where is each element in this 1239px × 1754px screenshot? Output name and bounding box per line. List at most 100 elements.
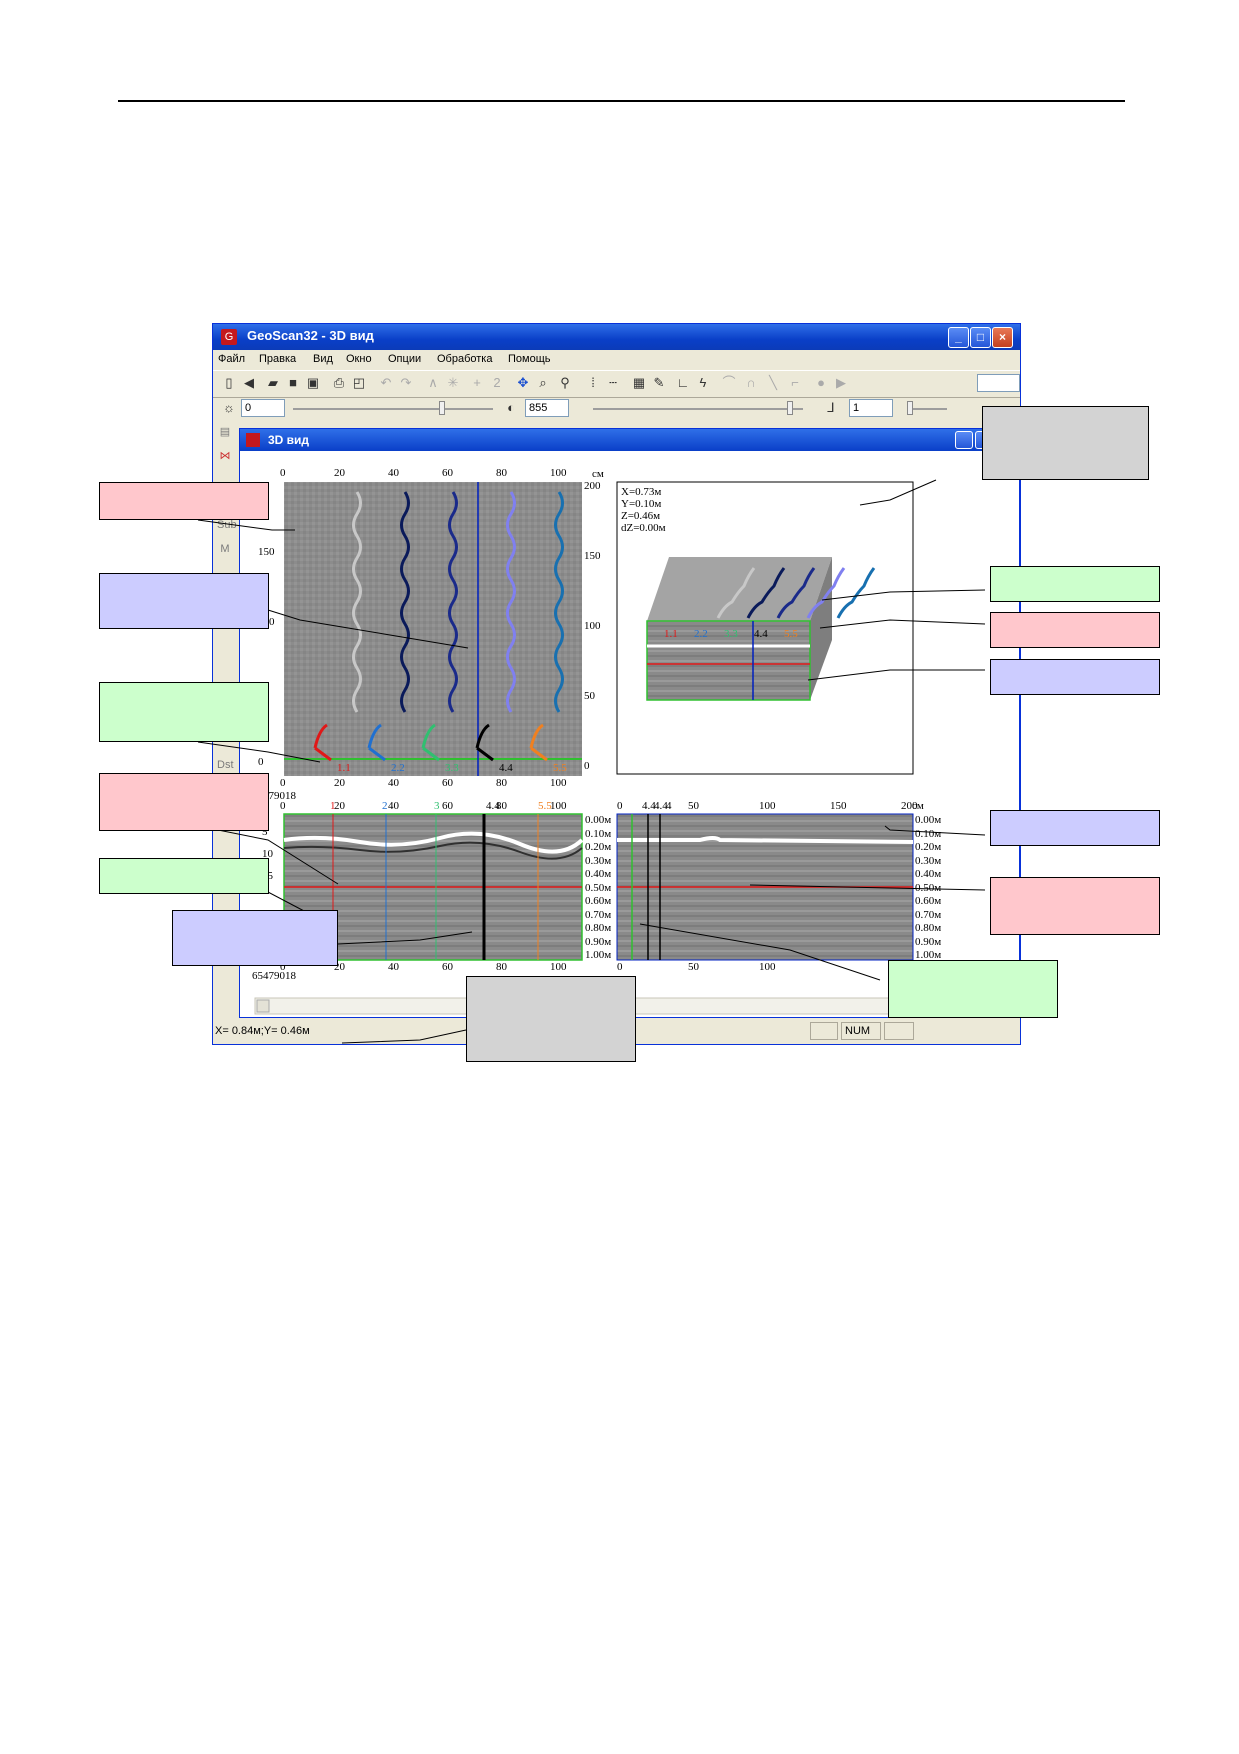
section-x-bottom-tick: 100 — [550, 961, 567, 973]
view-3d-info-line: X=0.73м — [621, 486, 662, 498]
plan-x-tick-bottom: 60 — [442, 777, 453, 789]
open-icon[interactable]: ▰ — [268, 375, 278, 390]
brightness-input[interactable]: 0 — [241, 399, 285, 417]
two-icon[interactable]: 2 — [493, 375, 501, 390]
geoscan-app-icon: G — [221, 329, 237, 345]
status-coordinates: X= 0.84м;Y= 0.46м — [215, 1025, 310, 1037]
menu-file[interactable]: Файл — [218, 353, 246, 365]
title-bar[interactable]: G GeoScan32 - 3D вид _ □ × — [213, 324, 1020, 350]
plan-x-tick: 80 — [496, 467, 507, 479]
callout-status-coords — [466, 976, 636, 1062]
status-cell-1 — [810, 1022, 838, 1040]
trace-icon[interactable]: ∧ — [428, 375, 438, 390]
marker-icon[interactable]: M — [220, 543, 230, 555]
callout-3d-plane — [990, 612, 1160, 648]
section-x-depth-tick: 0.70м — [585, 908, 612, 921]
image-toolbar: ☼ 0 ◐ 855 ⅃ 1 — [213, 397, 1020, 419]
hook-icon[interactable]: ⌐ — [791, 375, 799, 390]
section-x-depth-tick: 0.10м — [585, 827, 612, 840]
section-y-top-tick: 150 — [830, 800, 847, 812]
angle-icon[interactable]: ∟ — [676, 375, 690, 390]
brightness-slider-thumb[interactable] — [438, 401, 445, 415]
move-icon[interactable]: ✥ — [517, 375, 529, 390]
section-y-top-tick: 200 — [901, 800, 918, 812]
brightness-icon: ☼ — [223, 400, 235, 415]
grid-icon[interactable]: ▦ — [632, 375, 646, 390]
gain-slider-thumb[interactable] — [907, 401, 913, 415]
minimize-icon[interactable]: _ — [948, 327, 969, 348]
menu-options[interactable]: Опции — [388, 353, 422, 365]
sound-icon[interactable]: ◀ — [244, 375, 254, 390]
gain-input[interactable]: 1 — [849, 399, 893, 417]
section-y-depth-tick: 0.30м — [915, 854, 942, 867]
profile-icon[interactable]: ⋈ — [219, 450, 231, 462]
status-bar: X= 0.84м;Y= 0.46м NUM — [213, 1019, 1020, 1044]
section-x-top-tick: 80 — [496, 800, 507, 812]
brightness-slider[interactable] — [293, 401, 493, 415]
play-icon[interactable]: ▶ — [836, 375, 846, 390]
contrast-input[interactable]: 855 — [525, 399, 569, 417]
print-icon[interactable]: ⎙ — [333, 375, 345, 390]
undo-icon[interactable]: ↶ — [380, 375, 392, 390]
section-x-depth-tick: 0.50м — [585, 881, 612, 894]
menu-help[interactable]: Помощь — [508, 353, 551, 365]
arc-icon[interactable]: ⌒ — [722, 375, 736, 390]
contrast-slider[interactable] — [593, 401, 803, 415]
child-title-bar[interactable]: 3D вид — [240, 429, 1019, 451]
section-x-bottom-tick: 60 — [442, 961, 453, 973]
close-icon[interactable]: × — [992, 327, 1013, 348]
status-num: NUM — [841, 1022, 881, 1040]
lightning-icon[interactable]: ϟ — [699, 375, 707, 390]
menu-view[interactable]: Вид — [313, 353, 333, 365]
print-preview-icon[interactable]: ◰ — [352, 375, 366, 390]
section-y-top-tick: 50 — [688, 800, 699, 812]
gain-slider[interactable] — [907, 401, 947, 415]
view-3d-trace-label: 5.5 — [784, 628, 798, 640]
curve-icon[interactable]: ∩ — [746, 375, 756, 390]
child-minimize-icon[interactable] — [955, 431, 973, 449]
point-icon[interactable]: ● — [817, 375, 825, 390]
callout-section-trace — [172, 910, 338, 966]
plan-trace-top — [352, 491, 362, 713]
menu-window[interactable]: Окно — [346, 353, 372, 365]
toolbar-edit-field[interactable] — [977, 374, 1020, 392]
callout-3d-panel — [982, 406, 1149, 480]
new-file-icon[interactable]: ▯ — [225, 375, 233, 390]
page-header-rule — [118, 100, 1125, 102]
save-as-icon[interactable]: ▣ — [306, 375, 320, 390]
section-x-depth-tick: 0.40м — [585, 868, 612, 880]
save-icon[interactable]: ■ — [289, 375, 297, 390]
section-x-bottom-tick: 40 — [388, 961, 399, 973]
callout-section-image — [99, 858, 269, 894]
zoom-icon[interactable]: ⚲ — [560, 375, 570, 390]
child-title: 3D вид — [268, 433, 310, 447]
section-x-footer-code: 65479018 — [252, 970, 296, 982]
plus-icon[interactable]: + — [473, 375, 481, 390]
redo-icon[interactable]: ↷ — [400, 375, 412, 390]
menu-processing[interactable]: Обработка — [437, 353, 493, 365]
callout-plan-cursor — [99, 573, 269, 629]
section-x-depth-tick: 0.20м — [585, 841, 612, 853]
section-x-top-tick: 40 — [388, 800, 399, 812]
maximize-icon[interactable]: □ — [970, 327, 991, 348]
contrast-slider-thumb[interactable] — [786, 401, 793, 415]
plan-x-tick: 20 — [334, 467, 345, 479]
scroll-left-icon[interactable] — [256, 999, 270, 1013]
brush-icon[interactable]: ✎ — [653, 375, 665, 390]
report-icon[interactable]: ▤ — [219, 426, 231, 438]
plan-trace-top — [506, 491, 516, 713]
menu-edit[interactable]: Правка — [259, 353, 297, 365]
callout-section-depth — [99, 773, 269, 831]
section-y-cursor-label: 4.4 — [642, 800, 656, 812]
star-icon[interactable]: ✳ — [447, 375, 459, 390]
callout-section-y — [990, 810, 1160, 846]
dots-icon[interactable]: ⁞ — [591, 375, 595, 390]
section-x-depth-tick: 0.90м — [585, 935, 612, 948]
line-icon[interactable]: ╲ — [769, 375, 777, 390]
section-x-top-tick: 60 — [442, 800, 453, 812]
section-x-depth-tick: 0.30м — [585, 854, 612, 867]
pointer-zoom-icon[interactable]: ⌕ — [539, 375, 547, 390]
view-3d-trace — [716, 567, 756, 619]
dashes-icon[interactable]: ┄ — [609, 375, 617, 390]
view-3d-icon — [246, 433, 260, 447]
